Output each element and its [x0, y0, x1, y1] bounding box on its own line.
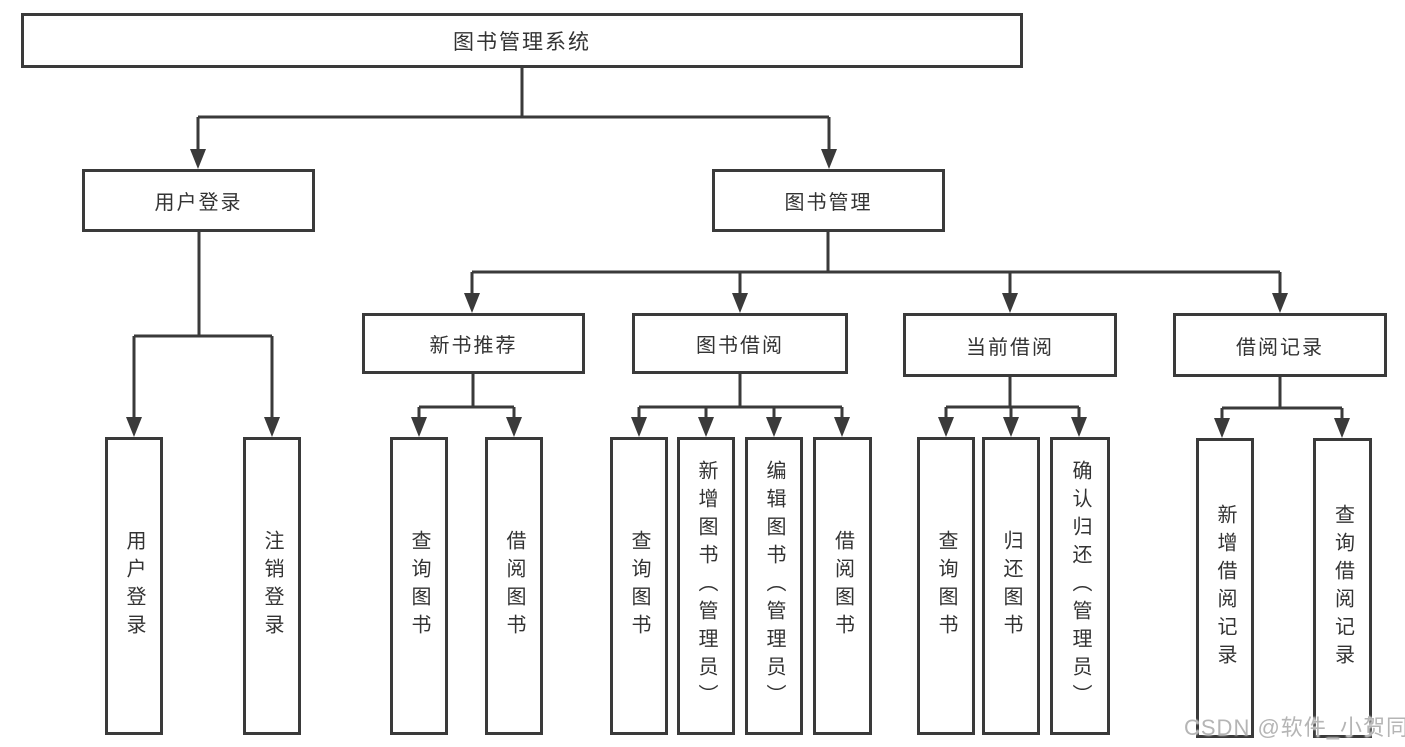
- node-return-book: 归还图书: [982, 437, 1040, 735]
- node-label: 借阅记录: [1236, 336, 1324, 359]
- node-label: 注销登录: [261, 530, 283, 642]
- node-label: 查询图书: [628, 530, 650, 642]
- node-label: 新书推荐: [429, 335, 518, 357]
- node-label: 查询借阅记录: [1331, 504, 1354, 672]
- node-label: 用户登录: [154, 192, 243, 214]
- node-book-borrowing: 图书借阅: [632, 313, 848, 374]
- node-borrow-books-1: 借阅图书: [485, 437, 543, 735]
- node-label: 查询图书: [935, 530, 957, 642]
- node-query-books-2: 查询图书: [610, 437, 668, 735]
- node-label: 借阅图书: [503, 530, 525, 642]
- node-new-book-recommendation: 新书推荐: [362, 313, 585, 374]
- arrowheads: [126, 149, 1350, 438]
- node-library-management-system: 图书管理系统: [21, 13, 1023, 68]
- node-label: 编辑图书（管理员）: [763, 460, 785, 712]
- node-current-borrowing: 当前借阅: [903, 313, 1117, 377]
- connector-spines: [132, 68, 1344, 420]
- node-label: 借阅图书: [831, 530, 854, 642]
- node-user-login-branch: 用户登录: [82, 169, 315, 232]
- node-borrowing-records: 借阅记录: [1173, 313, 1387, 377]
- node-label: 图书管理系统: [453, 30, 591, 54]
- node-label: 查询图书: [408, 530, 430, 642]
- node-book-management: 图书管理: [712, 169, 945, 232]
- node-label: 图书借阅: [696, 335, 784, 357]
- node-query-books-1: 查询图书: [390, 437, 448, 735]
- node-borrow-books-2: 借阅图书: [813, 437, 872, 735]
- node-edit-book-admin: 编辑图书（管理员）: [745, 437, 803, 735]
- node-add-borrowing-record: 新增借阅记录: [1196, 438, 1254, 738]
- node-label: 当前借阅: [966, 336, 1054, 359]
- node-label: 图书管理: [784, 192, 873, 214]
- node-add-book-admin: 新增图书（管理员）: [677, 437, 735, 735]
- node-label: 确认归还（管理员）: [1069, 460, 1091, 712]
- node-logout: 注销登录: [243, 437, 301, 735]
- node-query-books-3: 查询图书: [917, 437, 975, 735]
- node-label: 新增借阅记录: [1214, 504, 1236, 672]
- node-confirm-return-admin: 确认归还（管理员）: [1050, 437, 1110, 735]
- node-user-login-leaf: 用户登录: [105, 437, 163, 735]
- node-label: 新增图书（管理员）: [695, 460, 717, 712]
- node-label: 用户登录: [123, 530, 145, 642]
- node-label: 归还图书: [1000, 530, 1022, 642]
- csdn-watermark: CSDN @软件_小贺同学: [1184, 715, 1405, 740]
- node-query-borrowing-record: 查询借阅记录: [1313, 438, 1372, 738]
